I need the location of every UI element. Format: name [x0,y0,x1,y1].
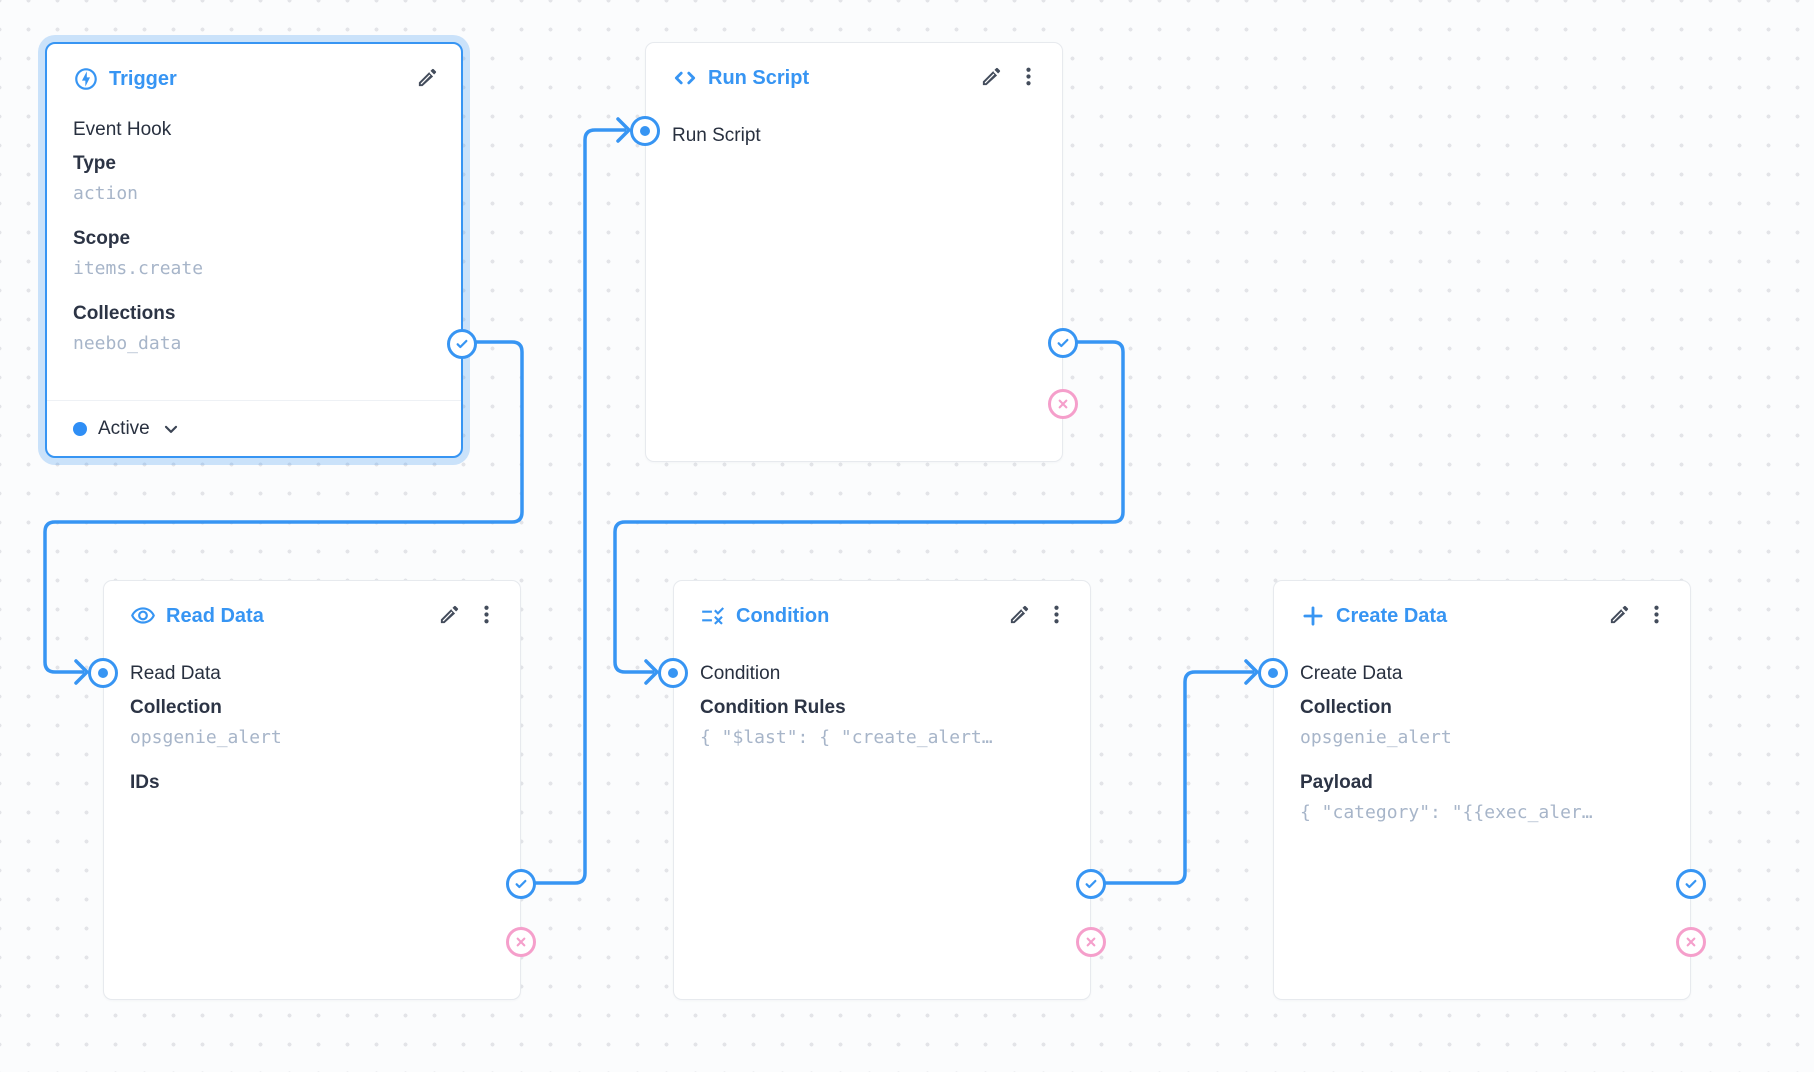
condition-input-label: Condition [700,663,781,684]
flow-status-dropdown[interactable]: Active [47,400,461,456]
field-type: Type action [73,153,139,204]
trigger-header: Trigger [47,44,461,94]
run-script-input-port[interactable] [630,116,660,146]
input-dot-icon [1268,668,1278,678]
read-data-menu-button[interactable] [473,601,500,631]
field-payload: Payload { "category": "{{exec_aler… [1300,772,1593,823]
run-script-header: Run Script [646,43,1062,93]
check-icon [454,336,470,352]
edit-run-script-button[interactable] [978,63,1005,93]
condition-reject-port[interactable] [1076,927,1106,957]
x-icon [513,934,529,950]
rule-icon [700,603,726,629]
kebab-menu-icon [1017,65,1040,91]
condition-input-port[interactable] [658,658,688,688]
node-condition[interactable]: Condition Condition Condition Rules { "$… [658,580,1106,1000]
arrowhead-condition [644,659,659,685]
arrowhead-run-script [616,117,631,143]
run-script-menu-button[interactable] [1015,63,1042,93]
kebab-menu-icon [475,603,498,629]
trigger-type-label: Event Hook [73,119,172,140]
wire-condition-to-create-data [1093,670,1254,885]
check-icon [1055,335,1071,351]
read-data-reject-port[interactable] [506,927,536,957]
edit-create-data-button[interactable] [1606,601,1633,631]
node-title: Create Data [1336,604,1448,627]
code-icon [672,65,698,91]
condition-header: Condition [674,581,1090,631]
run-script-resolve-port[interactable] [1048,328,1078,358]
read-data-input-label: Read Data [130,663,221,684]
pencil-icon [980,65,1003,91]
input-dot-icon [640,126,650,136]
read-data-resolve-port[interactable] [506,869,536,899]
check-icon [1683,876,1699,892]
field-collection: Collection opsgenie_alert [1300,697,1452,748]
kebab-menu-icon [1045,603,1068,629]
node-create-data[interactable]: Create Data Create Data Collection opsge… [1258,580,1706,1000]
check-icon [513,876,529,892]
create-data-resolve-port[interactable] [1676,869,1706,899]
run-script-reject-port[interactable] [1048,389,1078,419]
pencil-icon [1608,603,1631,629]
chevron-down-icon [161,419,181,439]
node-run-script[interactable]: Run Script Run Script [630,42,1078,462]
pencil-icon [1008,603,1031,629]
x-icon [1083,934,1099,950]
field-collections: Collections neebo_data [73,303,182,354]
eye-icon [130,603,156,629]
arrowhead-read-data [74,659,89,685]
edit-trigger-button[interactable] [414,64,441,94]
kebab-menu-icon [1645,603,1668,629]
wire-read-data-to-run-script [523,128,626,885]
field-condition-rules: Condition Rules { "$last": { "create_ale… [700,697,993,748]
condition-menu-button[interactable] [1043,601,1070,631]
pencil-icon [438,603,461,629]
status-label: Active [98,417,150,439]
edit-condition-button[interactable] [1006,601,1033,631]
field-ids: IDs [130,772,160,793]
condition-resolve-port[interactable] [1076,869,1106,899]
x-icon [1683,934,1699,950]
input-dot-icon [668,668,678,678]
node-trigger[interactable]: Trigger Event Hook Type action Scope ite… [45,42,477,458]
node-title: Read Data [166,604,264,627]
create-data-reject-port[interactable] [1676,927,1706,957]
node-title: Run Script [708,66,810,89]
create-data-header: Create Data [1274,581,1690,631]
field-scope: Scope items.create [73,228,204,279]
check-icon [1083,876,1099,892]
input-dot-icon [98,668,108,678]
plus-icon [1300,603,1326,629]
node-read-data[interactable]: Read Data Read Data Collection opsgenie_… [88,580,536,1000]
read-data-header: Read Data [104,581,520,631]
run-script-input-label: Run Script [672,125,761,146]
trigger-resolve-port[interactable] [447,329,477,359]
create-data-menu-button[interactable] [1643,601,1670,631]
bolt-circle-icon [73,66,99,92]
field-collection: Collection opsgenie_alert [130,697,282,748]
node-title: Condition [736,604,830,627]
node-title: Trigger [109,67,177,90]
x-icon [1055,396,1071,412]
pencil-icon [416,66,439,92]
arrowhead-create-data [1244,659,1259,685]
read-data-input-port[interactable] [88,658,118,688]
create-data-input-port[interactable] [1258,658,1288,688]
edit-read-data-button[interactable] [436,601,463,631]
active-status-dot [73,421,87,436]
create-data-input-label: Create Data [1300,663,1403,684]
